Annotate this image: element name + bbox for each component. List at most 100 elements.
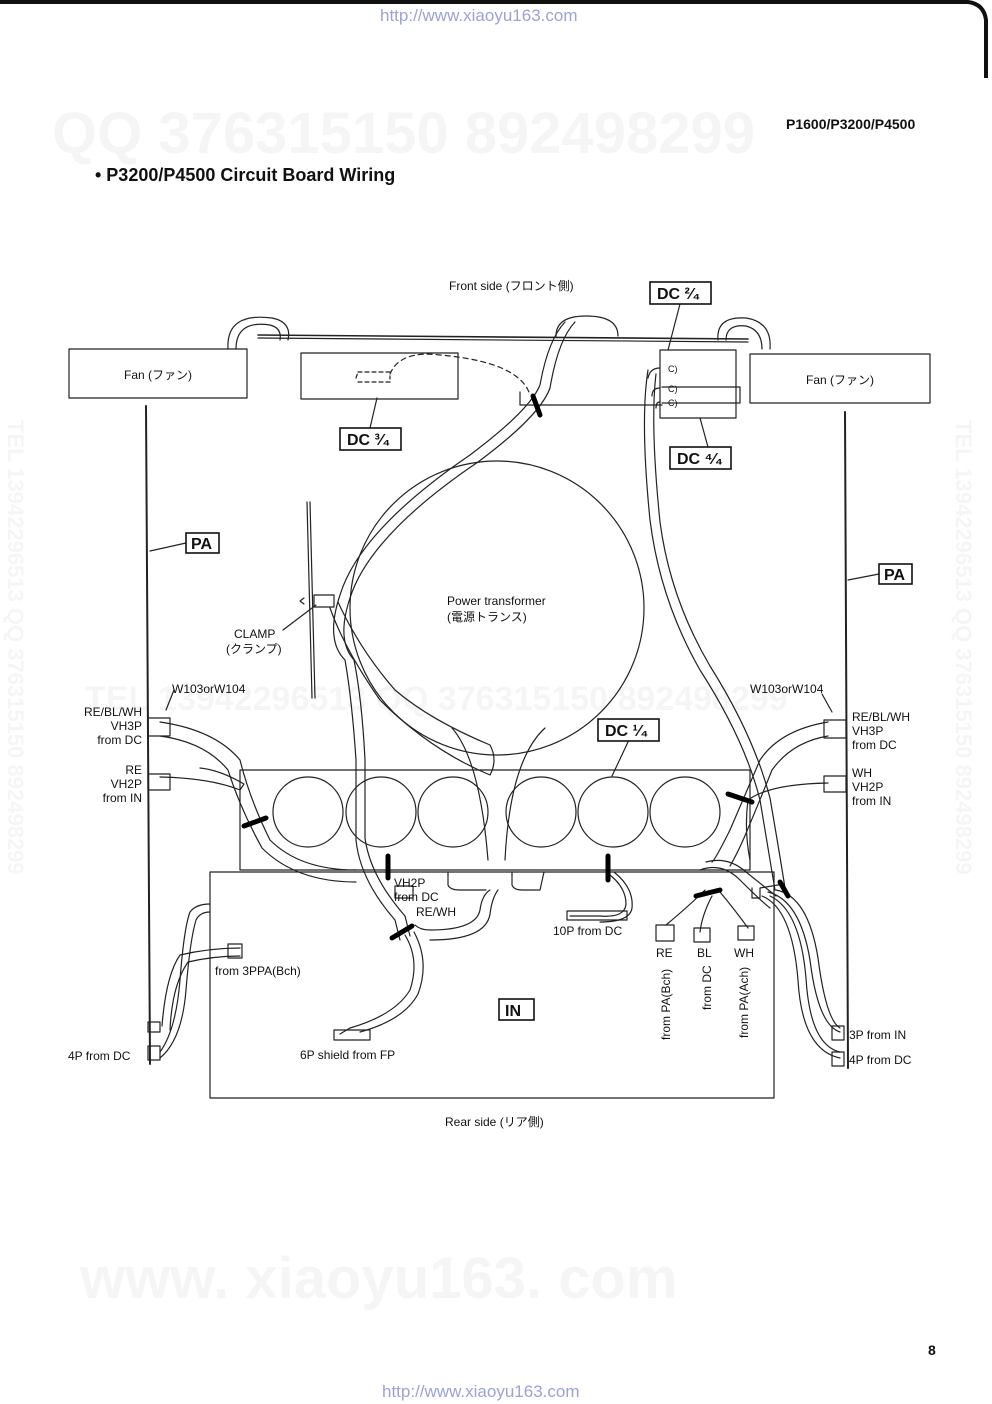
tie-left	[241, 815, 269, 829]
cable-y-split-2	[705, 859, 777, 897]
from-dc-label: from DC	[700, 965, 714, 1010]
dc34-label: DC ³⁄₄	[347, 432, 390, 449]
transformer-label-1: Power transformer	[447, 594, 546, 608]
page-corner-frame	[0, 0, 988, 78]
cable-6p-2	[359, 931, 424, 1033]
page-number: 8	[928, 1342, 936, 1358]
dc24-label: DC ²⁄₄	[657, 286, 700, 303]
dc14-box	[597, 718, 660, 742]
dc44-wire-1	[647, 367, 661, 379]
from-pa-ach-label: from PA(Ach)	[737, 967, 751, 1038]
right-vh3p-line3: from DC	[852, 738, 897, 752]
fan-right-label: Fan (ファン)	[806, 373, 874, 387]
capacitor-4	[505, 776, 577, 848]
from-pa-bch-label: from PA(Bch)	[659, 969, 673, 1040]
cable-y-split	[665, 867, 771, 933]
cable-front-to-in	[332, 321, 566, 941]
dc44-conn-mark-2: C)	[668, 384, 678, 394]
cable-right-vh3p	[711, 721, 829, 863]
conn-4p-left	[147, 1045, 161, 1061]
re-label: RE	[656, 946, 673, 960]
power-transformer-circle	[349, 460, 645, 756]
conn-3ppa	[227, 943, 243, 959]
in-board	[209, 871, 775, 1099]
cable-left-vh2p	[159, 767, 245, 791]
wh-label: WH	[734, 946, 754, 960]
header-url[interactable]: http://www.xiaoyu163.com	[380, 6, 578, 25]
tie-right-bracket	[777, 879, 791, 899]
left-vh3p-line1: RE/BL/WH	[84, 705, 142, 719]
in-board-notch-2	[511, 871, 545, 891]
dc44-wire-2	[651, 387, 661, 397]
right-bracket	[751, 883, 785, 899]
conn-left-vh2p	[147, 773, 171, 791]
cable-10p	[569, 871, 627, 917]
p4-left-label: 4P from DC	[68, 1049, 131, 1063]
bl-label: BL	[697, 946, 712, 960]
capacitor-3	[417, 776, 489, 848]
capacitor-6	[649, 776, 721, 848]
pa-left-label: PA	[191, 536, 212, 553]
front-small-board	[519, 386, 741, 406]
dc44-conn-mark-3: C)	[668, 398, 678, 408]
cable-right-4p-2	[769, 895, 841, 1053]
capacitor-5	[577, 776, 649, 848]
pa-left-box	[185, 532, 220, 554]
dc44-leader	[699, 417, 709, 448]
front-chassis-bar-lower	[257, 337, 749, 343]
front-side-label: Front side (フロント側)	[449, 279, 574, 293]
p3-in-label: 3P from IN	[849, 1028, 906, 1042]
cable-left-vh3p	[159, 721, 357, 871]
clamp-leader	[282, 604, 317, 631]
dc44-wire-3	[655, 401, 661, 409]
fan-left-label: Fan (ファン)	[124, 368, 192, 382]
cable-left-3ppa	[161, 947, 241, 1027]
dc34-box	[339, 427, 402, 451]
clamp	[313, 594, 335, 608]
dc34-board	[300, 352, 459, 400]
page-title: • P3200/P4500 Circuit Board Wiring	[95, 165, 396, 185]
w103-right-label: W103orW104	[750, 682, 824, 696]
w103-right-leader	[821, 693, 833, 713]
rewh-label: RE/WH	[416, 905, 456, 919]
p4-right-label: 4P from DC	[849, 1053, 912, 1067]
conn-bl	[693, 927, 711, 943]
cable-left-vh3p-2	[159, 735, 357, 883]
cable-right-vh3p-2	[729, 735, 829, 867]
pa-right-board	[844, 411, 849, 1069]
fan-right-box	[749, 353, 931, 404]
left-vh2p-line1: RE	[125, 763, 142, 777]
dc34-connector	[355, 371, 391, 383]
cable-right-vh2p	[745, 782, 829, 861]
conn-wh	[737, 925, 755, 941]
cable-clamp-loop	[329, 601, 495, 776]
clamp-label-2: (クランプ)	[226, 642, 282, 656]
pa-left-leader	[149, 542, 187, 552]
pa-right-box	[878, 563, 913, 585]
dc44-label: DC ⁴⁄₄	[677, 451, 723, 468]
capacitor-1	[272, 776, 344, 848]
in-board-cable-center-2	[429, 889, 499, 941]
p6-label: 6P shield from FP	[300, 1048, 395, 1062]
dc14-leader	[611, 741, 629, 777]
cable-left-4p-2	[159, 911, 211, 1059]
right-vh2p-line1: WH	[852, 766, 872, 780]
conn-re	[655, 924, 675, 942]
left-vh2p-line3: from IN	[103, 791, 142, 805]
capacitor-board	[239, 769, 751, 871]
conn-6p	[333, 1029, 371, 1041]
tie-ysplit	[693, 887, 723, 899]
clamp-post-inner	[309, 501, 316, 699]
p10-label: 10P from DC	[553, 924, 622, 938]
right-vh2p-line3: from IN	[852, 794, 891, 808]
in-label: IN	[505, 1003, 521, 1020]
dc44-board	[659, 349, 737, 419]
footer-url[interactable]: http://www.xiaoyu163.com	[382, 1382, 580, 1401]
model-number: P1600/P3200/P4500	[786, 116, 916, 132]
tie-front	[530, 393, 543, 418]
conn-left-vh3p	[147, 717, 171, 737]
fan-cable-right-inner	[725, 325, 763, 350]
conn-right-vh3p	[823, 719, 847, 739]
cable-right-3p-2	[775, 889, 841, 1029]
dc44-conn-mark-1: C)	[668, 364, 678, 374]
